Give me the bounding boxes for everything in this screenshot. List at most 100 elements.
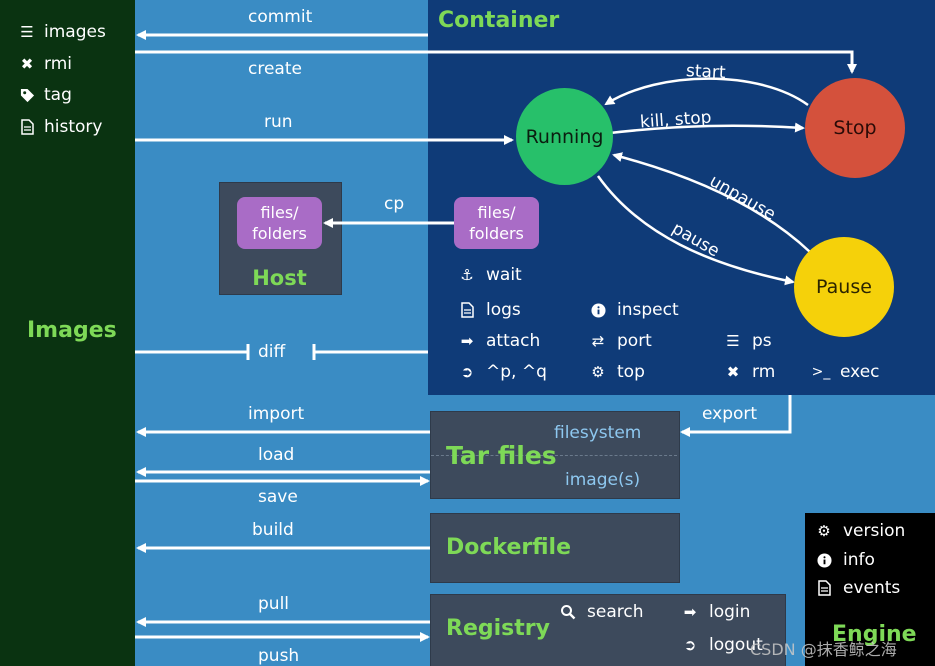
tar-images-label: image(s) — [565, 470, 641, 490]
anchor-icon: ⚓ — [460, 266, 474, 284]
running-state: Running — [516, 88, 613, 185]
host-title: Host — [252, 266, 307, 290]
save-label: save — [258, 487, 298, 507]
container-title: Container — [438, 8, 560, 33]
registry-search: search — [559, 602, 643, 622]
sidebar-item-rmi: ✖ rmi — [18, 54, 72, 74]
terminal-icon: >_ — [811, 364, 831, 380]
images-title: Images — [27, 318, 117, 343]
document-icon — [18, 119, 36, 135]
sidebar-item-label: history — [44, 117, 103, 137]
sidebar-item-images: ☰ images — [18, 22, 106, 42]
info-icon — [815, 552, 833, 568]
diff-connector — [135, 344, 428, 360]
tar-files-title: Tar files — [446, 441, 557, 470]
cmd-top: ⚙ top — [589, 362, 645, 382]
unpause-transition — [612, 152, 811, 253]
attach-label: attach — [486, 331, 541, 351]
pause-state: Pause — [794, 237, 894, 337]
cmd-port: ⇄ port — [589, 331, 652, 351]
wait-label: wait — [486, 265, 522, 285]
version-label: version — [843, 521, 906, 541]
watermark: CSDN @抹香鲸之海 — [750, 640, 897, 659]
engine-title: Engine — [832, 622, 917, 647]
sign-in-icon: ➡ — [683, 603, 697, 621]
login-label: login — [709, 602, 751, 622]
cp-label: cp — [384, 194, 405, 214]
tar-divider — [431, 455, 677, 456]
registry-panel — [430, 594, 786, 666]
pause-transition — [596, 175, 795, 286]
logs-label: logs — [486, 300, 521, 320]
start-label: start — [685, 60, 727, 84]
cmd-wait: ⚓ wait — [458, 265, 522, 285]
cmd-attach: ➡ attach — [458, 331, 541, 351]
cmd-exec: >_ exec — [812, 362, 880, 382]
sidebar-item-label: tag — [44, 85, 72, 105]
cmd-rm: ✖ rm — [724, 362, 776, 382]
gear-icon: ⚙ — [817, 522, 831, 540]
export-label: export — [702, 404, 758, 424]
dockerfile-panel — [430, 513, 680, 583]
sidebar-item-tag: tag — [18, 85, 72, 105]
diff-label: diff — [258, 342, 286, 362]
tar-filesystem-label: filesystem — [554, 423, 642, 443]
cmd-ps: ☰ ps — [724, 331, 772, 351]
search-label: search — [587, 602, 644, 622]
sidebar-item-label: images — [44, 22, 106, 42]
registry-login: ➡ login — [681, 602, 751, 622]
document-icon — [458, 302, 476, 318]
registry-title: Registry — [446, 616, 550, 641]
info-icon — [589, 302, 607, 318]
commit-label: commit — [248, 7, 313, 27]
ps-label: ps — [752, 331, 772, 351]
start-transition — [604, 77, 809, 107]
kill-stop-transition — [609, 122, 805, 135]
detach-label: ^p, ^q — [486, 362, 547, 382]
sidebar-item-history: history — [18, 117, 102, 137]
container-files-box: files/ folders — [454, 197, 539, 249]
tag-icon — [18, 88, 36, 103]
gears-icon: ⚙ — [591, 363, 605, 381]
create-arrow — [135, 50, 857, 74]
push-label: push — [258, 646, 300, 666]
search-icon — [559, 604, 577, 620]
sign-out-icon: ➲ — [460, 363, 474, 381]
cmd-inspect: inspect — [589, 300, 679, 320]
sidebar-item-label: rmi — [44, 54, 72, 74]
engine-events: events — [815, 578, 900, 598]
sign-out-icon: ➲ — [683, 636, 697, 654]
port-label: port — [617, 331, 652, 351]
engine-info: info — [815, 550, 875, 570]
top-label: top — [617, 362, 645, 382]
images-sidebar: ☰ images ✖ rmi tag history Images — [0, 0, 135, 666]
host-files-box: files/ folders — [237, 197, 322, 249]
rm-label: rm — [752, 362, 776, 382]
build-label: build — [252, 520, 294, 540]
pull-label: pull — [258, 594, 290, 614]
engine-version: ⚙ version — [815, 521, 905, 541]
run-label: run — [264, 112, 293, 132]
list-icon: ☰ — [20, 23, 34, 41]
sign-in-icon: ➡ — [460, 332, 474, 350]
inspect-label: inspect — [617, 300, 679, 320]
logout-label: logout — [709, 635, 763, 655]
create-label: create — [248, 59, 302, 79]
export-arrow — [680, 395, 792, 437]
stop-state: Stop — [805, 78, 905, 178]
import-label: import — [248, 404, 305, 424]
exec-label: exec — [840, 362, 880, 382]
load-label: load — [258, 445, 295, 465]
close-icon: ✖ — [726, 363, 740, 381]
registry-logout: ➲ logout — [681, 635, 763, 655]
cmd-logs: logs — [458, 300, 521, 320]
exchange-icon: ⇄ — [591, 332, 605, 350]
close-icon: ✖ — [20, 55, 34, 73]
document-icon — [815, 580, 833, 596]
events-label: events — [843, 578, 901, 598]
dockerfile-title: Dockerfile — [446, 535, 571, 560]
list-icon: ☰ — [726, 332, 740, 350]
cmd-detach: ➲ ^p, ^q — [458, 362, 547, 382]
